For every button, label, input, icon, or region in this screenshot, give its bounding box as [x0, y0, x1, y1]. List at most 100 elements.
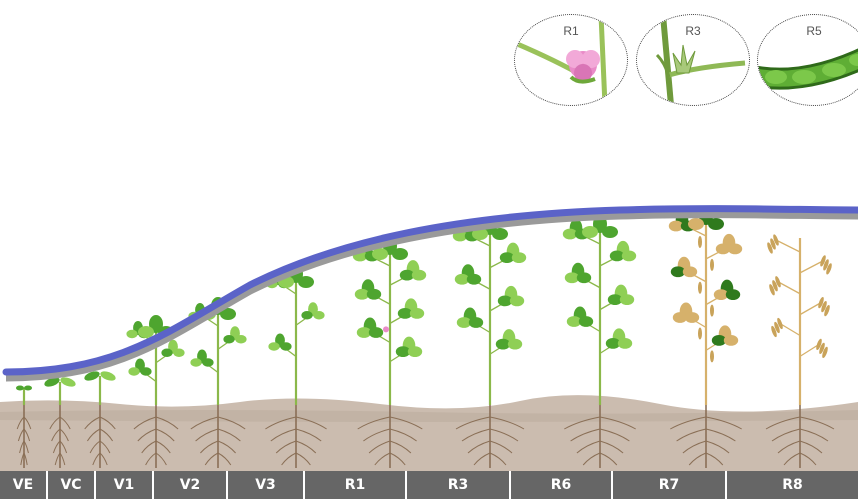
lateral-root	[564, 416, 601, 430]
leaflet	[235, 335, 247, 344]
lateral-root	[52, 440, 61, 454]
leaflet	[727, 243, 743, 255]
leaflet	[368, 327, 384, 338]
petiole	[799, 343, 820, 357]
leaflet	[301, 311, 313, 320]
leaflet	[578, 316, 594, 327]
root-system	[16, 405, 32, 468]
leaflet	[409, 307, 425, 319]
lateral-root	[676, 428, 707, 442]
pod	[710, 350, 714, 363]
dry-pod	[826, 263, 832, 275]
soybean-plant	[562, 215, 637, 405]
lateral-root	[599, 440, 624, 454]
lateral-root	[688, 452, 707, 466]
stage-label-r8: R8	[727, 471, 858, 499]
lateral-root	[84, 416, 101, 430]
lateral-root	[705, 416, 742, 430]
leaflet	[509, 295, 525, 307]
lateral-root	[137, 428, 157, 442]
lateral-root	[99, 416, 116, 430]
lateral-root	[582, 452, 601, 466]
dry-pod	[774, 321, 780, 334]
leaflet	[392, 248, 408, 260]
growth-stage-bar: VE VC V1 V2 V3 R1 R3 R6 R7 R8	[0, 471, 858, 499]
leaflet	[466, 273, 482, 285]
stage-label-v1: V1	[96, 471, 154, 499]
leaflet	[497, 295, 513, 307]
leaflet	[366, 288, 382, 300]
stage-label-r3: R3	[407, 471, 511, 499]
lateral-root	[357, 416, 391, 430]
dry-pod	[769, 284, 775, 296]
root-system	[84, 405, 116, 468]
lateral-root	[461, 428, 491, 442]
leaflet	[511, 252, 527, 264]
growth-curve-line	[2, 205, 858, 376]
unifoliate-leaf	[100, 371, 116, 381]
dry-pod	[816, 338, 822, 351]
lateral-root	[489, 428, 519, 442]
leaflet	[126, 329, 138, 339]
flower-icon	[515, 15, 608, 105]
leaflet	[313, 311, 325, 320]
lateral-root	[777, 440, 801, 454]
stage-label-r6: R6	[511, 471, 613, 499]
leaflet	[605, 337, 621, 349]
soybean-plant	[266, 265, 325, 405]
leaflet	[149, 315, 163, 333]
root-system	[564, 405, 636, 468]
dry-pod	[773, 234, 779, 246]
lateral-root	[155, 440, 171, 454]
lateral-root	[59, 428, 69, 442]
leaflet	[456, 317, 472, 328]
lateral-root	[389, 416, 423, 430]
leaflet	[140, 367, 152, 376]
leaflet	[138, 326, 154, 338]
flower-icon	[383, 326, 389, 333]
lateral-root	[576, 440, 601, 454]
leaflet	[411, 269, 427, 281]
leaflet	[688, 218, 704, 230]
lateral-root	[99, 428, 114, 442]
stage-label-r7: R7	[613, 471, 727, 499]
lateral-root	[23, 416, 32, 430]
lateral-root	[141, 440, 157, 454]
lateral-root	[155, 416, 179, 430]
dry-pod	[818, 296, 824, 309]
cotyledon	[24, 385, 32, 391]
unifoliate-leaf	[60, 377, 76, 387]
pod	[698, 327, 702, 340]
root-system	[190, 405, 246, 468]
leaflet	[725, 289, 741, 301]
lateral-root	[19, 440, 25, 454]
stage-label-v2: V2	[154, 471, 228, 499]
leaflet	[723, 334, 739, 346]
lateral-root	[368, 440, 391, 454]
lateral-root	[489, 416, 525, 430]
petiole	[777, 281, 801, 295]
lateral-root	[599, 428, 630, 442]
leaflet	[682, 266, 698, 278]
root-system	[670, 405, 742, 468]
root-system	[765, 405, 835, 468]
lateral-root	[467, 440, 491, 454]
leaflet	[161, 348, 173, 357]
lateral-root	[23, 452, 28, 466]
lateral-root	[89, 440, 101, 454]
leaflet	[268, 342, 280, 351]
dry-pod	[772, 280, 778, 292]
dry-pod	[819, 342, 825, 355]
lateral-root	[599, 416, 636, 430]
lateral-root	[92, 452, 101, 466]
leaflet	[566, 316, 582, 327]
dry-pod	[767, 242, 773, 254]
lateral-root	[599, 452, 618, 466]
lateral-root	[217, 452, 232, 466]
leaflet	[354, 288, 370, 300]
leaflet	[492, 228, 508, 240]
leaflet	[173, 348, 185, 357]
dry-pod	[775, 276, 781, 288]
